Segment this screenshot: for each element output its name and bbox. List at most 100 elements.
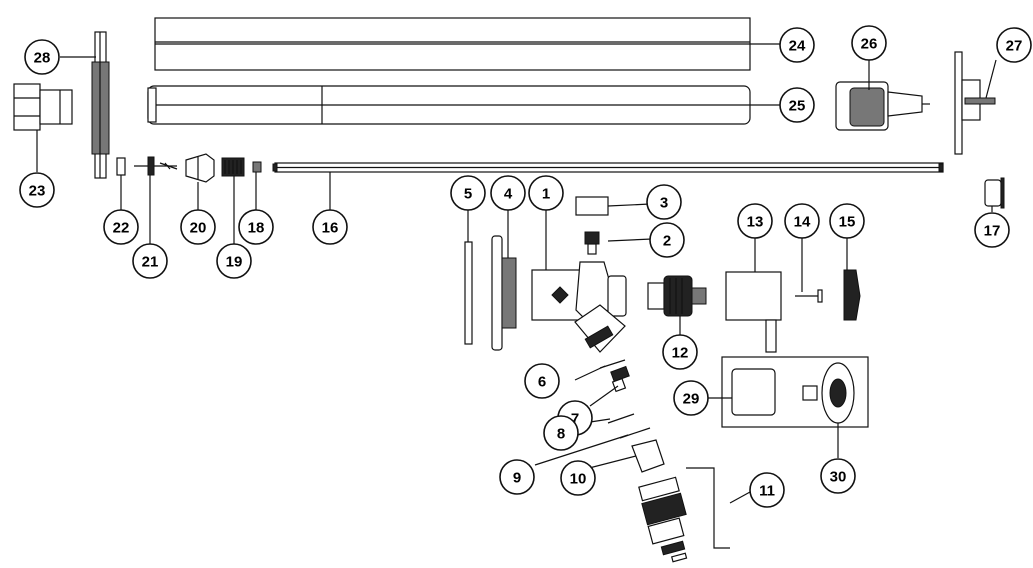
callout-label: 26	[861, 36, 878, 53]
callout-circle	[851, 25, 887, 61]
callout-label: 5	[464, 186, 472, 203]
callout-25: 25	[779, 87, 815, 123]
callout-circle	[490, 175, 526, 211]
callout-circle	[829, 203, 865, 239]
callout-10: 10	[560, 460, 596, 496]
part-4-flange	[491, 235, 517, 351]
callout-circle	[646, 184, 682, 220]
callout-label: 30	[830, 469, 847, 486]
part-1-valve-body	[531, 261, 627, 353]
part-28-flange	[91, 31, 110, 179]
callout-circle	[19, 172, 55, 208]
callout-label: 23	[29, 183, 46, 200]
part-19-spring	[221, 157, 245, 177]
callout-14: 14	[784, 203, 820, 239]
callout-label: 29	[683, 391, 700, 408]
callout-30: 30	[820, 458, 856, 494]
callout-label: 4	[504, 186, 513, 203]
callout-label: 12	[672, 345, 689, 362]
callout-29: 29	[673, 380, 709, 416]
callout-23: 23	[19, 172, 55, 208]
callout-21: 21	[132, 243, 168, 279]
callout-label: 17	[984, 223, 1001, 240]
part-23-fitting	[13, 83, 73, 131]
part-24-tube	[154, 17, 751, 71]
part-5-gasket	[464, 241, 473, 345]
callout-circle	[499, 459, 535, 495]
callout-circle	[450, 175, 486, 211]
part-18-cap	[252, 161, 262, 173]
callout-label: 1	[542, 186, 550, 203]
callout-label: 11	[759, 483, 775, 500]
callout-5: 5	[450, 175, 486, 211]
callout-17: 17	[974, 212, 1010, 248]
part-8-pin	[607, 413, 635, 424]
part-3-sleeve	[575, 196, 609, 216]
callout-4: 4	[490, 175, 526, 211]
callout-circle	[524, 363, 560, 399]
callout-13: 13	[737, 203, 773, 239]
callout-15: 15	[829, 203, 865, 239]
callout-12: 12	[662, 334, 698, 370]
callout-8: 8	[543, 415, 579, 451]
callout-circle	[132, 243, 168, 279]
part-27-wall-plate	[954, 51, 996, 155]
part-2-screw	[584, 231, 600, 255]
part-25-pipe	[147, 85, 751, 125]
part-20-insert	[185, 153, 215, 183]
callout-circle	[528, 175, 564, 211]
callout-label: 20	[190, 220, 207, 237]
callout-circle	[180, 209, 216, 245]
part-12-cartridge	[647, 275, 707, 317]
callout-18: 18	[238, 209, 274, 245]
part-22-washer	[116, 157, 126, 176]
callout-circle	[662, 334, 698, 370]
callout-label: 27	[1006, 38, 1023, 55]
callout-circle	[779, 87, 815, 123]
callout-label: 19	[226, 254, 243, 271]
part-17-end-cap	[984, 177, 1005, 209]
callout-label: 18	[248, 220, 265, 237]
callout-circle	[543, 415, 579, 451]
callout-label: 3	[660, 195, 668, 212]
callout-circle	[312, 209, 348, 245]
callout-label: 13	[747, 214, 764, 231]
callout-6: 6	[524, 363, 560, 399]
callout-label: 2	[663, 233, 671, 250]
callout-circle	[238, 209, 274, 245]
callout-28: 28	[24, 39, 60, 75]
callout-circle	[560, 460, 596, 496]
part-15-cap	[843, 269, 861, 321]
callout-19: 19	[216, 243, 252, 279]
part-10-adapter	[631, 439, 665, 473]
callout-label: 9	[513, 470, 521, 487]
callout-circle	[996, 27, 1032, 63]
callout-label: 25	[789, 98, 806, 115]
part-14-screw	[795, 289, 823, 303]
callout-27: 27	[996, 27, 1032, 63]
callout-circle	[784, 203, 820, 239]
callout-26: 26	[851, 25, 887, 61]
callout-11: 11	[749, 472, 785, 508]
callout-label: 7	[571, 411, 579, 428]
callout-label: 10	[570, 471, 587, 488]
part-16-rod	[272, 162, 944, 173]
callout-label: 24	[789, 38, 806, 55]
part-11-hose-connector	[638, 467, 730, 563]
callout-circle	[24, 39, 60, 75]
callout-circle	[779, 27, 815, 63]
part-21-screw	[134, 156, 178, 176]
callout-circle	[749, 472, 785, 508]
callout-label: 28	[34, 50, 51, 67]
callout-label: 15	[839, 214, 856, 231]
callout-label: 21	[142, 254, 159, 271]
callout-label: 22	[113, 220, 130, 237]
callout-label: 8	[557, 426, 565, 443]
callout-3: 3	[646, 184, 682, 220]
callout-circle	[974, 212, 1010, 248]
callout-9: 9	[499, 459, 535, 495]
callout-20: 20	[180, 209, 216, 245]
part-26-handle	[835, 81, 930, 131]
callout-circle	[649, 222, 685, 258]
